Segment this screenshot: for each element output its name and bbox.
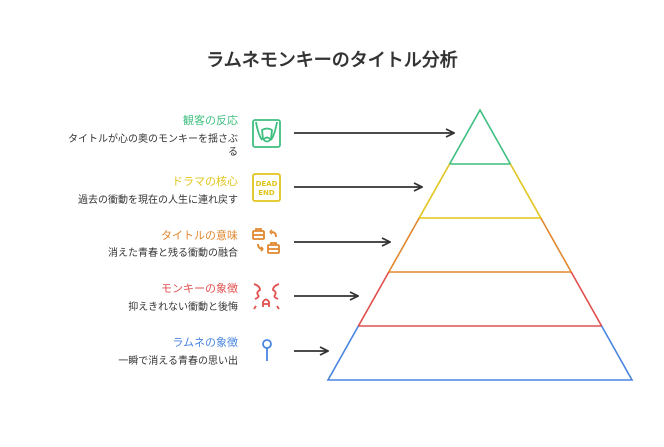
level-label-1: 観客の反応 タイトルが心の奥のモンキーを揺さぶ る [68,113,238,158]
pyramid [326,108,634,381]
pyramid-level-4 [357,271,603,327]
diagram-title: ラムネモンキーのタイトル分析 [206,49,457,71]
level-label-3: タイトルの意味 消えた青春と残る衝動の融合 [108,228,238,259]
pin-icon [262,339,272,361]
level-desc: 一瞬で消える青春の思い出 [118,354,238,367]
level-desc: 抑えきれない衝動と後悔 [128,300,238,313]
level-desc: る [228,146,238,158]
level-heading: タイトルの意味 [161,228,238,242]
level-heading: ラムネの象徴 [172,335,238,349]
icon-text: END [258,189,275,197]
pyramid-level-1 [448,108,512,165]
pyramid-level-5 [326,325,634,381]
monkey-icon [253,283,280,310]
pyramid-level-3 [387,217,573,273]
briefcase-swap-icon [252,228,280,254]
level-desc: 過去の衝動を現在の人生に連れ戻す [78,193,238,206]
level-label-2: ドラマの核心 過去の衝動を現在の人生に連れ戻す [78,174,238,206]
theater-mask-icon [252,119,281,148]
pyramid-level-2 [417,163,543,219]
level-heading: 観客の反応 [183,113,238,127]
level-desc: タイトルが心の奥のモンキーを揺さぶ [68,132,238,145]
icon-text: DEAD [256,180,278,188]
dead-end-sign-icon: DEAD END [252,173,281,202]
level-label-5: ラムネの象徴 一瞬で消える青春の思い出 [118,335,238,367]
level-label-4: モンキーの象徴 抑えきれない衝動と後悔 [128,281,238,313]
level-heading: ドラマの核心 [172,174,238,188]
level-desc: 消えた青春と残る衝動の融合 [108,246,238,259]
level-heading: モンキーの象徴 [161,281,238,295]
